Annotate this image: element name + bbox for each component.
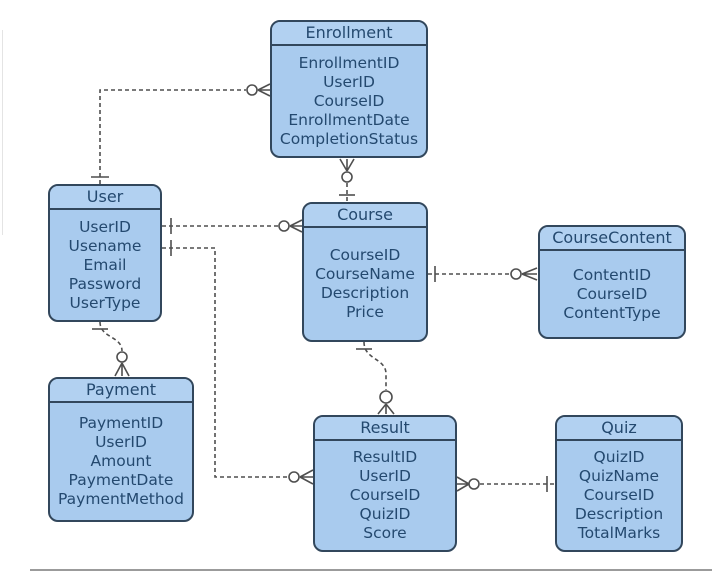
- connector-course-coursecontent: [428, 266, 538, 282]
- field: Description: [574, 505, 664, 523]
- field: Password: [68, 274, 142, 293]
- field: PaymentDate: [68, 471, 174, 489]
- entity-coursecontent[interactable]: CourseContent ContentID CourseID Content…: [538, 225, 686, 339]
- field: CompletionStatus: [279, 129, 419, 148]
- connector-user-payment: [92, 321, 130, 377]
- field: Email: [83, 255, 127, 274]
- entity-enrollment-fields: EnrollmentID UserID CourseID EnrollmentD…: [272, 46, 426, 156]
- connector-result-quiz: [456, 476, 554, 492]
- entity-payment[interactable]: Payment PaymentID UserID Amount PaymentD…: [48, 377, 194, 522]
- field: UserID: [95, 433, 147, 451]
- entity-enrollment[interactable]: Enrollment EnrollmentID UserID CourseID …: [270, 20, 428, 158]
- field: PaymentID: [78, 414, 164, 432]
- connector-user-course: [162, 218, 303, 234]
- entity-quiz-fields: QuizID QuizName CourseID Description Tot…: [557, 441, 681, 550]
- field: TotalMarks: [577, 524, 661, 542]
- field: ResultID: [352, 448, 418, 466]
- connector-course-result: [356, 341, 395, 415]
- bottom-edge-line: [30, 569, 712, 571]
- field: ContentID: [572, 265, 652, 284]
- field: CourseID: [313, 91, 385, 110]
- entity-course[interactable]: Course CourseID CourseName Description P…: [302, 202, 428, 342]
- field: PaymentMethod: [58, 490, 184, 508]
- entity-quiz[interactable]: Quiz QuizID QuizName CourseID Descriptio…: [555, 415, 683, 552]
- entity-enrollment-title: Enrollment: [272, 22, 426, 46]
- field: QuizName: [578, 467, 660, 485]
- entity-user-fields: UserID Usename Email Password UserType: [50, 210, 160, 320]
- field: CourseID: [329, 246, 401, 264]
- field: CourseID: [576, 284, 648, 303]
- field: CourseID: [583, 486, 655, 504]
- entity-result-fields: ResultID UserID CourseID QuizID Score: [315, 441, 455, 550]
- entity-coursecontent-title: CourseContent: [540, 227, 684, 251]
- field: Price: [346, 303, 384, 321]
- field: CourseID: [349, 486, 421, 504]
- left-edge-line: [2, 30, 3, 235]
- field: UserType: [69, 293, 141, 312]
- field: UserID: [79, 217, 131, 236]
- connector-user-enrollment: [91, 83, 271, 184]
- entity-course-title: Course: [304, 204, 426, 228]
- entity-course-fields: CourseID CourseName Description Price: [304, 228, 426, 340]
- field: QuizID: [359, 505, 411, 523]
- field: Usename: [68, 236, 142, 255]
- entity-quiz-title: Quiz: [557, 417, 681, 441]
- field: UserID: [323, 72, 375, 91]
- entity-payment-fields: PaymentID UserID Amount PaymentDate Paym…: [50, 403, 192, 520]
- field: EnrollmentDate: [288, 110, 410, 129]
- field: Description: [320, 284, 410, 302]
- field: CourseName: [315, 265, 415, 283]
- field: QuizID: [593, 448, 645, 466]
- entity-result-title: Result: [315, 417, 455, 441]
- entity-user[interactable]: User UserID Usename Email Password UserT…: [48, 184, 162, 322]
- field: UserID: [359, 467, 411, 485]
- field: Amount: [90, 452, 152, 470]
- connector-course-enrollment: [339, 158, 355, 202]
- entity-user-title: User: [50, 186, 160, 210]
- entity-result[interactable]: Result ResultID UserID CourseID QuizID S…: [313, 415, 457, 552]
- entity-payment-title: Payment: [50, 379, 192, 403]
- entity-coursecontent-fields: ContentID CourseID ContentType: [540, 251, 684, 337]
- field: ContentType: [563, 303, 661, 322]
- field: Score: [363, 524, 407, 542]
- connector-user-result: [162, 240, 314, 485]
- field: EnrollmentID: [298, 53, 400, 72]
